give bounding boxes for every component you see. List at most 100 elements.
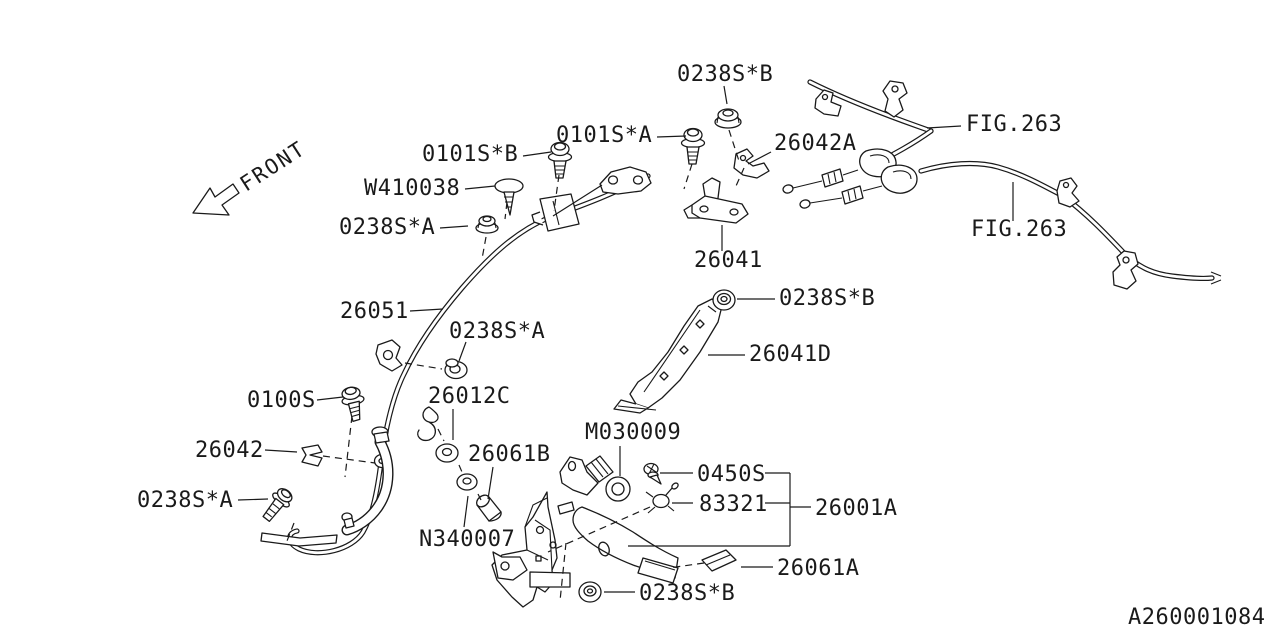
part-label-0101sa: 0101S*A bbox=[556, 123, 652, 148]
dashed-construction-line bbox=[504, 201, 508, 220]
part-label-0238sa-2: 0238S*A bbox=[449, 319, 545, 344]
screw-0450s bbox=[643, 462, 662, 485]
leader-line bbox=[237, 498, 269, 501]
bolt-0101sb bbox=[547, 141, 573, 179]
part-label-n340007: N340007 bbox=[419, 527, 515, 552]
dashed-construction-line bbox=[547, 506, 651, 553]
dashed-construction-line bbox=[458, 464, 463, 473]
cable-bracket-icon bbox=[1112, 250, 1139, 290]
part-label-0238sb-top: 0238S*B bbox=[677, 62, 773, 87]
washer-n340007 bbox=[456, 473, 478, 491]
cable-rod-icon bbox=[821, 168, 844, 188]
part-label-0238sb-bot: 0238S*B bbox=[639, 581, 735, 606]
construction-dashes-layer bbox=[286, 129, 745, 602]
pedal-assembly-26001a bbox=[491, 456, 679, 608]
part-label-0238sa-3: 0238S*A bbox=[137, 488, 233, 513]
leader-line bbox=[552, 184, 603, 217]
bracket-26041 bbox=[683, 177, 749, 224]
washer-0238sb-bot bbox=[578, 581, 602, 603]
clip-26042 bbox=[301, 444, 323, 467]
part-label-26041d: 26041D bbox=[749, 342, 831, 367]
leader-line bbox=[439, 225, 469, 229]
cup-washer-26012c bbox=[435, 443, 459, 463]
leader-line bbox=[458, 341, 467, 362]
dashed-construction-line bbox=[735, 167, 745, 187]
part-label-m030009: M030009 bbox=[585, 420, 681, 445]
cable-end-cap-icon bbox=[799, 199, 811, 209]
cable-end-cap-icon bbox=[782, 184, 794, 194]
part-labels-layer: 0238S*B 0101S*A 26042A FIG.263 0101S*B W41003… bbox=[137, 62, 1265, 630]
grommet-83321 bbox=[645, 482, 679, 514]
part-label-0101sb: 0101S*B bbox=[422, 142, 518, 167]
part-label-26061a: 26061A bbox=[777, 556, 859, 581]
front-cable-26051 bbox=[260, 166, 652, 556]
part-label-fig263-1: FIG.263 bbox=[966, 112, 1062, 137]
dashed-construction-line bbox=[404, 362, 443, 370]
pedal-foot-bracket-icon bbox=[492, 551, 528, 581]
part-label-0450s: 0450S bbox=[697, 462, 766, 487]
cable-bracket-icon bbox=[814, 89, 842, 117]
cable-rod-end-icon bbox=[599, 166, 652, 195]
rear-cable-lower bbox=[918, 160, 1222, 290]
part-label-fig263-2: FIG.263 bbox=[971, 217, 1067, 242]
nut-0238sa-2 bbox=[444, 358, 468, 380]
rear-cable-upper bbox=[807, 79, 934, 167]
leader-line bbox=[522, 151, 552, 157]
hook-26012c bbox=[417, 406, 439, 442]
dashed-construction-line bbox=[728, 129, 740, 162]
cable-equalizer-loops bbox=[782, 148, 918, 209]
leader-line bbox=[409, 308, 444, 312]
dashed-construction-line bbox=[481, 236, 487, 260]
cable-end-fork-icon bbox=[1210, 271, 1222, 285]
leader-line bbox=[656, 135, 687, 138]
nut-0238sa-1 bbox=[475, 215, 499, 234]
dashed-construction-line bbox=[683, 163, 693, 190]
pedal-pad-icon bbox=[637, 557, 679, 584]
leader-line bbox=[747, 151, 772, 165]
part-label-26061b: 26061B bbox=[468, 442, 550, 467]
clip-26042a bbox=[733, 148, 770, 179]
part-label-26041: 26041 bbox=[694, 248, 763, 273]
leader-lines-layer bbox=[237, 85, 1014, 593]
bolt-m030009 bbox=[585, 455, 631, 502]
dashed-construction-line bbox=[437, 428, 445, 442]
leader-line bbox=[316, 396, 344, 401]
dashed-construction-line bbox=[559, 542, 567, 602]
part-label-0100s: 0100S bbox=[247, 388, 316, 413]
leader-line bbox=[926, 125, 962, 129]
dashed-construction-line bbox=[322, 455, 376, 464]
pushpin-w410038 bbox=[494, 178, 524, 216]
front-label: FRONT bbox=[236, 136, 310, 196]
bolt-0101sa bbox=[680, 127, 706, 165]
part-label-26001a: 26001A bbox=[815, 496, 897, 521]
part-label-26042: 26042 bbox=[195, 438, 264, 463]
front-direction-arrow bbox=[192, 183, 240, 216]
bracket-26041d bbox=[613, 298, 723, 414]
part-label-83321: 83321 bbox=[699, 492, 768, 517]
leader-line bbox=[487, 466, 494, 500]
dashed-construction-line bbox=[344, 415, 353, 478]
part-label-0238sb-mid: 0238S*B bbox=[779, 286, 875, 311]
part-label-doc-code: A260001084 bbox=[1128, 605, 1265, 630]
cable-bottom-plate-icon bbox=[260, 532, 338, 547]
cable-bracket-icon bbox=[1056, 177, 1080, 208]
pin-26061a bbox=[701, 549, 737, 572]
leader-line bbox=[463, 495, 469, 528]
leader-line bbox=[264, 449, 298, 453]
dashed-construction-line bbox=[553, 174, 560, 212]
part-label-26012c: 26012C bbox=[428, 384, 510, 409]
bolt-0238sa-3 bbox=[262, 488, 293, 523]
washer-0238sb-mid bbox=[712, 289, 736, 311]
leader-line bbox=[464, 185, 496, 190]
cable-bracket-icon bbox=[882, 80, 908, 118]
nut-0238sb-top bbox=[714, 108, 742, 129]
dashed-construction-line bbox=[286, 522, 295, 542]
bolt-0100s bbox=[341, 386, 365, 423]
cable-bracket-icon bbox=[375, 339, 403, 372]
front-arrow-icon bbox=[192, 183, 240, 216]
part-label-26042a: 26042A bbox=[774, 131, 856, 156]
dashed-construction-line bbox=[668, 562, 705, 569]
part-label-w410038: W410038 bbox=[364, 176, 460, 201]
